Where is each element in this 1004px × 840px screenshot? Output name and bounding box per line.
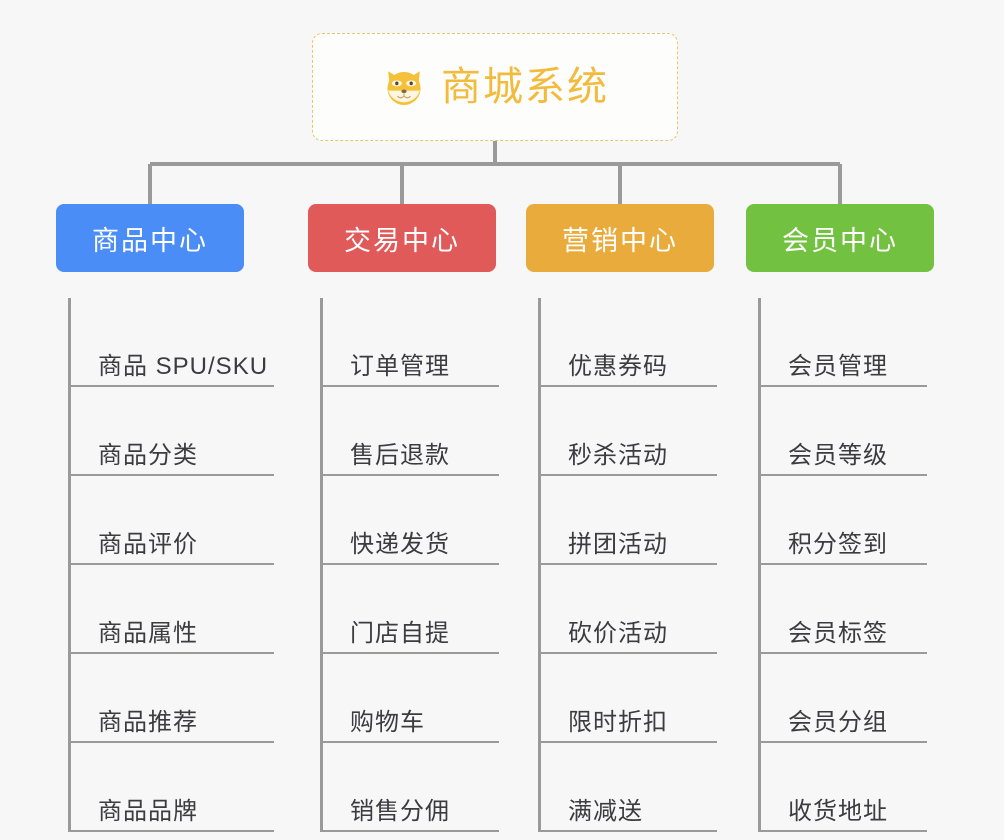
branch-header-2[interactable]: 营销中心 xyxy=(526,204,714,272)
leaf-label: 拼团活动 xyxy=(568,530,668,558)
leaf-label: 销售分佣 xyxy=(350,797,450,825)
leaf-label: 售后退款 xyxy=(350,441,450,469)
leaf-item[interactable]: 快递发货 xyxy=(321,476,499,565)
leaf-item[interactable]: 售后退款 xyxy=(321,387,499,476)
leaf-label: 门店自提 xyxy=(350,619,450,647)
leaf-item[interactable]: 秒杀活动 xyxy=(539,387,717,476)
leaf-item[interactable]: 会员分组 xyxy=(759,654,927,743)
branch-header-3[interactable]: 会员中心 xyxy=(746,204,934,272)
leaf-item[interactable]: 满减送 xyxy=(539,743,717,832)
leaf-item[interactable]: 限时折扣 xyxy=(539,654,717,743)
leaf-item[interactable]: 商品属性 xyxy=(69,565,274,654)
branch-header-label-3: 会员中心 xyxy=(782,225,898,256)
leaf-label: 商品 SPU/SKU xyxy=(98,352,269,380)
leaf-label: 商品属性 xyxy=(98,619,198,647)
leaf-item[interactable]: 商品推荐 xyxy=(69,654,274,743)
leaf-list-3: 会员管理 会员等级 积分签到 会员标签 会员分组 收货地址 xyxy=(746,298,927,832)
branch-header-0[interactable]: 商品中心 xyxy=(56,204,244,272)
leaf-label: 优惠券码 xyxy=(568,352,668,380)
leaf-label: 商品分类 xyxy=(98,441,198,469)
leaf-label: 商品评价 xyxy=(98,530,198,558)
leaf-item[interactable]: 积分签到 xyxy=(759,476,927,565)
leaf-item[interactable]: 商品品牌 xyxy=(69,743,274,832)
leaf-item[interactable]: 优惠券码 xyxy=(539,298,717,387)
leaf-item[interactable]: 会员标签 xyxy=(759,565,927,654)
leaf-label: 会员管理 xyxy=(788,352,888,380)
branch-column-2: 营销中心 优惠券码 秒杀活动 拼团活动 砍价活动 限时折扣 满减送 xyxy=(526,204,717,832)
branch-column-3: 会员中心 会员管理 会员等级 积分签到 会员标签 会员分组 收货地址 xyxy=(746,204,934,832)
leaf-label: 订单管理 xyxy=(350,352,450,380)
leaf-label: 秒杀活动 xyxy=(568,441,668,469)
leaf-list-2: 优惠券码 秒杀活动 拼团活动 砍价活动 限时折扣 满减送 xyxy=(526,298,717,832)
branch-column-1: 交易中心 订单管理 售后退款 快递发货 门店自提 购物车 销售分佣 xyxy=(308,204,499,832)
branch-header-1[interactable]: 交易中心 xyxy=(308,204,496,272)
branch-header-label-0: 商品中心 xyxy=(92,225,208,256)
leaf-item[interactable]: 商品评价 xyxy=(69,476,274,565)
leaf-label: 会员分组 xyxy=(788,708,888,736)
dog-face-icon xyxy=(387,71,421,108)
leaf-item[interactable]: 会员管理 xyxy=(759,298,927,387)
branch-column-0: 商品中心 商品 SPU/SKU 商品分类 商品评价 商品属性 商品推荐 商品品牌 xyxy=(56,204,274,832)
leaf-label: 快递发货 xyxy=(350,530,450,558)
leaf-item[interactable]: 销售分佣 xyxy=(321,743,499,832)
leaf-item[interactable]: 收货地址 xyxy=(759,743,927,832)
branch-header-label-2: 营销中心 xyxy=(562,225,678,256)
leaf-list-1: 订单管理 售后退款 快递发货 门店自提 购物车 销售分佣 xyxy=(308,298,499,832)
leaf-list-0: 商品 SPU/SKU 商品分类 商品评价 商品属性 商品推荐 商品品牌 xyxy=(56,298,274,832)
leaf-label: 满减送 xyxy=(568,797,643,825)
root-node[interactable]: 商城系统 xyxy=(312,33,678,141)
leaf-item[interactable]: 购物车 xyxy=(321,654,499,743)
leaf-item[interactable]: 门店自提 xyxy=(321,565,499,654)
leaf-label: 限时折扣 xyxy=(568,708,668,736)
leaf-label: 商品品牌 xyxy=(98,797,198,825)
leaf-item[interactable]: 商品 SPU/SKU xyxy=(69,298,274,387)
leaf-item[interactable]: 拼团活动 xyxy=(539,476,717,565)
leaf-label: 会员等级 xyxy=(788,441,888,469)
leaf-label: 积分签到 xyxy=(788,530,888,558)
leaf-label: 砍价活动 xyxy=(568,619,668,647)
branch-header-label-1: 交易中心 xyxy=(344,225,460,256)
leaf-label: 商品推荐 xyxy=(98,708,198,736)
leaf-item[interactable]: 订单管理 xyxy=(321,298,499,387)
root-title: 商城系统 xyxy=(441,65,609,109)
leaf-item[interactable]: 砍价活动 xyxy=(539,565,717,654)
leaf-label: 会员标签 xyxy=(788,619,888,647)
leaf-item[interactable]: 会员等级 xyxy=(759,387,927,476)
leaf-label: 购物车 xyxy=(350,708,425,736)
leaf-label: 收货地址 xyxy=(788,797,888,825)
leaf-item[interactable]: 商品分类 xyxy=(69,387,274,476)
